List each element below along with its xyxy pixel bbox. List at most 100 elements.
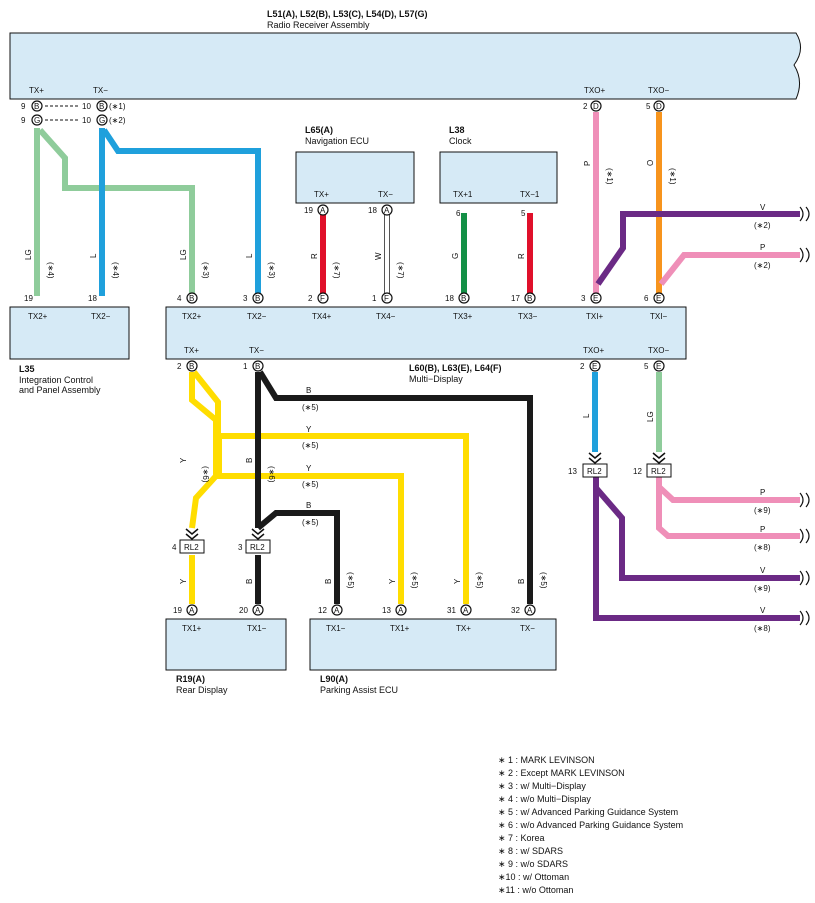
svg-text:(∗1): (∗1) — [668, 168, 677, 185]
svg-text:Y: Y — [179, 457, 188, 463]
svg-text:B: B — [461, 294, 466, 303]
svg-text:(∗5): (∗5) — [302, 480, 319, 489]
svg-text:F: F — [320, 294, 325, 303]
md-pin-tx2-plus: TX2+ — [182, 312, 202, 321]
pa-title: L90(A) — [320, 674, 348, 684]
connector-pin: B — [186, 360, 198, 372]
pin-num: 19 — [24, 294, 33, 303]
nav-subtitle: Navigation ECU — [305, 136, 369, 146]
svg-text:B: B — [189, 294, 194, 303]
wire-y-left — [189, 372, 219, 529]
connector-pin: D — [653, 100, 665, 112]
rear-pin-tx1-plus: TX1+ — [182, 624, 202, 633]
pin-num: 18 — [368, 206, 377, 215]
svg-text:(∗1): (∗1) — [605, 168, 614, 185]
pin-num: 5 — [644, 362, 649, 371]
svg-text:13: 13 — [568, 467, 577, 476]
wire-y-top — [191, 370, 469, 604]
svg-text:Y: Y — [306, 425, 312, 434]
wire-break-marks — [799, 206, 810, 626]
svg-text:RL2: RL2 — [250, 543, 265, 552]
svg-text:(∗8): (∗8) — [754, 543, 771, 552]
svg-text:A: A — [334, 606, 340, 615]
wire-p9 — [656, 476, 800, 503]
wire-p-top — [658, 252, 800, 286]
icp-subtitle-2: and Panel Assembly — [19, 385, 101, 395]
navigation-ecu-box — [295, 151, 415, 204]
pin-num: 10 — [82, 116, 91, 125]
rear-display-box — [165, 618, 287, 671]
pin-num: 17 — [511, 294, 520, 303]
wire-v-top — [595, 211, 800, 286]
svg-text:A: A — [189, 606, 195, 615]
md-top-pins: 19 18 4 B 3 B 2 F 1 F 18 B 17 B 3 E 6 E — [24, 292, 665, 304]
svg-text:A: A — [255, 606, 261, 615]
parking-assist-ecu-box — [309, 618, 557, 671]
svg-text:Y: Y — [388, 578, 397, 584]
wire-l-md — [101, 128, 261, 296]
svg-text:LG: LG — [24, 249, 33, 260]
integration-control-box — [9, 306, 130, 360]
legend-item: ∗ 9 : w/o SDARS — [498, 859, 569, 869]
connector-pin: B — [524, 292, 536, 304]
svg-text:(∗4): (∗4) — [111, 262, 120, 279]
svg-text:Y: Y — [179, 578, 188, 584]
svg-text:(∗7): (∗7) — [396, 262, 405, 279]
md-pin-txo-plus: TXO+ — [583, 346, 604, 355]
svg-text:B: B — [517, 579, 526, 584]
legend-item: ∗ 4 : w/o Multi−Display — [498, 794, 591, 804]
svg-text:L: L — [89, 253, 98, 258]
wire-b-mid — [256, 510, 340, 604]
connector-pin: A — [252, 604, 264, 616]
legend-item: ∗ 5 : w/ Advanced Parking Guidance Syste… — [498, 807, 679, 817]
svg-text:(∗5): (∗5) — [475, 572, 484, 589]
svg-text:RL2: RL2 — [587, 467, 602, 476]
svg-text:LG: LG — [179, 249, 188, 260]
nav-clock-pins: 19 A 18 A 6 5 — [304, 204, 526, 218]
legend-item: ∗ 1 : MARK LEVINSON — [498, 755, 595, 765]
relay-rl2-rear-b: 3 RL2 — [238, 528, 271, 554]
svg-text:RL2: RL2 — [184, 543, 199, 552]
svg-text:12: 12 — [633, 467, 642, 476]
svg-text:(∗5): (∗5) — [302, 441, 319, 450]
svg-text:B: B — [527, 294, 532, 303]
svg-text:E: E — [656, 362, 661, 371]
nav-pin-tx-minus: TX− — [378, 190, 393, 199]
pa-pin-tx-minus: TX− — [520, 624, 535, 633]
connector-pin: A — [317, 204, 329, 216]
svg-text:(∗7): (∗7) — [332, 262, 341, 279]
rear-title: R19(A) — [176, 674, 205, 684]
connector-pin: E — [590, 292, 602, 304]
connector-pin: A — [395, 604, 407, 616]
svg-text:(∗2): (∗2) — [754, 261, 771, 270]
svg-text:B: B — [99, 102, 104, 111]
svg-text:P: P — [760, 243, 765, 252]
md-pin-txi-minus: TXI− — [650, 312, 667, 321]
svg-text:(∗5): (∗5) — [346, 572, 355, 589]
connector-pin: E — [653, 360, 665, 372]
svg-text:O: O — [646, 160, 655, 166]
radio-pin-rows: 9 B 10 B (∗1) 9 G 10 G (∗2) 2 D 5 D — [21, 100, 665, 126]
relay-rl2-rear-y: 4 RL2 — [172, 528, 205, 554]
svg-text:B: B — [255, 362, 260, 371]
pin-num: 2 — [308, 294, 313, 303]
svg-text:B: B — [34, 102, 39, 111]
wire-p8 — [656, 486, 800, 539]
md-pin-tx3-plus: TX3+ — [453, 312, 473, 321]
svg-text:R: R — [517, 253, 526, 259]
md-pin-tx4-plus: TX4+ — [312, 312, 332, 321]
wire-lg-md — [37, 128, 195, 296]
md-pin-txi-plus: TXI+ — [586, 312, 603, 321]
svg-text:E: E — [656, 294, 661, 303]
svg-text:G: G — [99, 116, 105, 125]
connector-pin: B — [458, 292, 470, 304]
svg-text:(∗2): (∗2) — [754, 221, 771, 230]
svg-text:B: B — [245, 458, 254, 463]
svg-text:A: A — [463, 606, 469, 615]
icp-pin-tx2-plus: TX2+ — [28, 312, 48, 321]
connector-pin: A — [381, 204, 393, 216]
svg-text:(∗4): (∗4) — [46, 262, 55, 279]
clock-title: L38 — [449, 125, 465, 135]
pa-pin-tx-plus: TX+ — [456, 624, 471, 633]
svg-text:A: A — [398, 606, 404, 615]
